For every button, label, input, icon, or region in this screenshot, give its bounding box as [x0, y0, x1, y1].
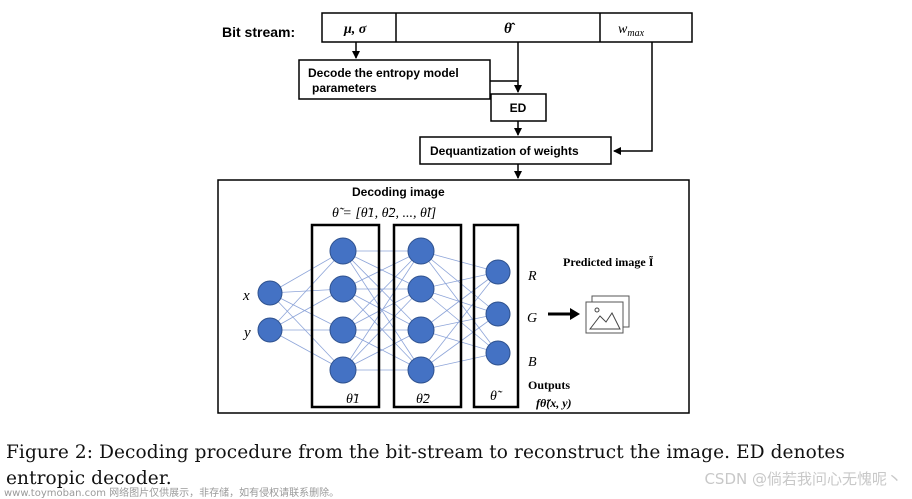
watermark-left: www.toymoban.com 网络图片仅供展示，非存储，如有侵权请联系删除。 — [4, 488, 340, 499]
network-edge — [420, 313, 499, 371]
decode-params-line2: parameters — [312, 81, 377, 95]
mu-sigma-field: μ, σ — [343, 22, 367, 37]
output-r-label: R — [527, 269, 537, 284]
network-edge — [342, 250, 422, 371]
ed-box — [490, 93, 547, 122]
network-edge — [342, 250, 422, 331]
layer2-label: θ̃2 — [416, 392, 430, 407]
network-node-layer1 — [329, 316, 357, 344]
network-node-layer1 — [329, 356, 357, 384]
network-edge — [269, 329, 344, 371]
network-edge — [342, 250, 422, 290]
network-edge — [342, 288, 422, 331]
network-node-layer1 — [329, 237, 357, 265]
network-edge — [420, 271, 499, 371]
decoding-title: Decoding image — [352, 185, 445, 199]
network-edge — [420, 250, 499, 315]
dequant-box — [419, 136, 612, 165]
output-layer-box — [472, 223, 520, 409]
network-node-layer2 — [407, 275, 435, 303]
dequant-label: Dequantization of weights — [430, 144, 579, 158]
image-icon — [585, 295, 630, 334]
layer2-box — [392, 223, 463, 409]
wmax-field: wmax — [618, 22, 645, 39]
network-node-layer0 — [257, 280, 283, 306]
network-edge — [269, 292, 344, 331]
ed-label: ED — [510, 101, 527, 115]
predicted-image-label: Predicted image Ĩ — [563, 255, 654, 269]
network-node-layer3 — [485, 259, 511, 285]
bitstream-label: Bit stream: — [222, 24, 295, 40]
watermark-right: CSDN @倘若我问心无愧呢丶 — [704, 470, 902, 488]
decode-params-box — [298, 59, 491, 100]
network-edge — [269, 288, 344, 331]
network-node-layer0 — [257, 317, 283, 343]
layer1-box — [310, 223, 381, 409]
theta-definition: θ̃ = [θ̃1, θ̃2, ..., θ̃l] — [332, 206, 436, 221]
network-node-layer2 — [407, 237, 435, 265]
network-edge — [269, 250, 344, 294]
network-edge — [342, 329, 422, 371]
network-edge — [420, 250, 499, 354]
network-node-layer2 — [407, 356, 435, 384]
bitstream-bar — [321, 12, 693, 43]
output-g-label: G — [527, 311, 537, 326]
decode-params-line1: Decode the entropy model — [308, 66, 459, 80]
network-edge — [342, 288, 422, 371]
decoding-diagram: Bit stream: μ, σ θ̂ wmax Decode the entr… — [217, 12, 693, 414]
input-y-label: y — [242, 325, 251, 341]
network-node-layer3 — [485, 340, 511, 366]
input-x-label: x — [242, 288, 250, 304]
f-theta-label: fθ̃(x, y) — [536, 396, 572, 410]
network-edge — [269, 250, 344, 331]
theta-hat-field: θ̂ — [504, 21, 516, 37]
network-node-layer3 — [485, 301, 511, 327]
network-edge — [420, 271, 499, 331]
layer1-label: θ̃1 — [346, 392, 360, 407]
output-b-label: B — [528, 355, 537, 370]
network-edge — [269, 292, 344, 371]
network-node-layer1 — [329, 275, 357, 303]
network-nodes — [257, 237, 511, 384]
figure-caption: Figure 2: Decoding procedure from the bi… — [6, 442, 846, 489]
network-node-layer2 — [407, 316, 435, 344]
outputs-label: Outputs — [528, 378, 570, 392]
